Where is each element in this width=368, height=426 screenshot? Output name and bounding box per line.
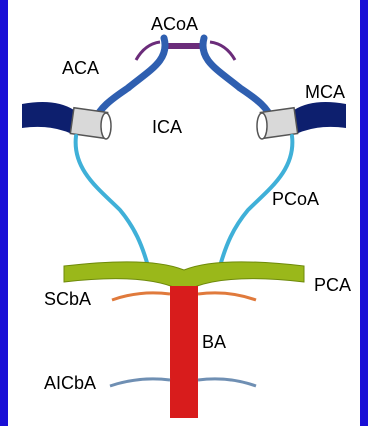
label-acoa: ACoA (151, 14, 198, 34)
label-ica: ICA (152, 117, 182, 137)
aca-right-vessel (203, 38, 272, 120)
label-pca: PCA (314, 275, 351, 295)
ba-vessel (170, 286, 198, 418)
pcoa-left-vessel (76, 136, 148, 266)
label-aicba: AICbA (44, 373, 96, 393)
label-scba: SCbA (44, 289, 91, 309)
scba-right-vessel (198, 293, 256, 300)
aca-left-vessel (95, 38, 165, 120)
aicba-left-vessel (110, 379, 170, 386)
acoa-bridge (165, 43, 203, 49)
mca-left-vessel (22, 102, 74, 134)
label-mca: MCA (305, 82, 345, 102)
label-aca: ACA (62, 58, 99, 78)
aicba-right-vessel (198, 379, 256, 386)
label-ba: BA (202, 332, 226, 352)
label-pcoa: PCoA (272, 189, 319, 209)
scba-left-vessel (112, 293, 170, 300)
mca-right-vessel (294, 102, 346, 134)
